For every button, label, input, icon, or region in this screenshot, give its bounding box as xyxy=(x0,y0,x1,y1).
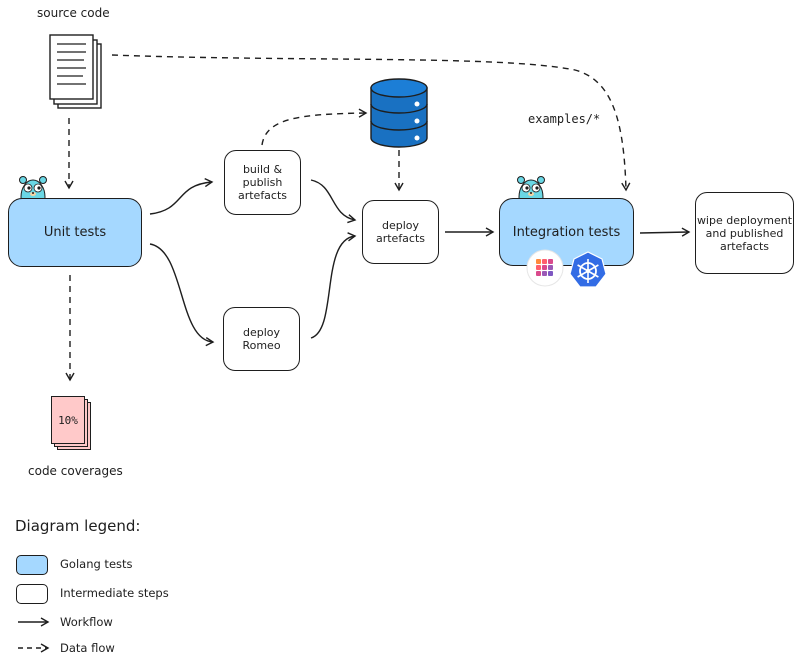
workflow-unit-to-romeo xyxy=(149,243,215,347)
workflow-romeo-to-deploy xyxy=(310,232,357,339)
legend-golang-swatch xyxy=(16,555,48,575)
examples-label: examples/* xyxy=(528,112,601,126)
workflow-unit-to-build xyxy=(149,177,214,215)
deploy-romeo-node: deploy Romeo xyxy=(223,307,300,371)
code-coverages-label: code coverages xyxy=(28,464,123,478)
kubernetes-icon xyxy=(569,251,607,289)
document-stack-icon xyxy=(49,34,102,109)
unit-tests-label: Unit tests xyxy=(43,225,107,240)
rancher-icon xyxy=(526,249,564,287)
legend-golang-label: Golang tests xyxy=(60,557,133,571)
integration-tests-label: Integration tests xyxy=(512,224,621,240)
unit-tests-node: Unit tests xyxy=(8,198,142,267)
deploy-artefacts-node: deploy artefacts xyxy=(362,200,439,264)
wipe-deployment-label: wipe deployment and published artefacts xyxy=(696,213,793,253)
legend-workflow-label: Workflow xyxy=(60,615,113,629)
legend-intermediate-swatch xyxy=(16,584,48,604)
source-code-label: source code xyxy=(37,6,110,20)
legend-title: Diagram legend: xyxy=(15,517,141,535)
dataflow-source-to-integration xyxy=(111,54,631,192)
coverage-report-icon: 10% xyxy=(51,396,85,444)
coverage-value: 10% xyxy=(58,413,78,427)
deploy-artefacts-label: deploy artefacts xyxy=(375,219,426,245)
build-publish-node: build & publish artefacts xyxy=(224,150,301,215)
legend-dataflow-label: Data flow xyxy=(60,641,115,655)
deploy-romeo-label: deploy Romeo xyxy=(242,326,281,352)
workflow-integration-to-wipe xyxy=(639,227,691,237)
dataflow-build-to-database xyxy=(261,108,368,146)
integration-tests-node: Integration tests xyxy=(499,198,634,266)
workflow-build-to-deploy xyxy=(310,179,357,224)
legend-intermediate-label: Intermediate steps xyxy=(60,586,169,600)
wipe-deployment-node: wipe deployment and published artefacts xyxy=(695,192,794,274)
build-publish-label: build & publish artefacts xyxy=(237,163,288,202)
database-icon xyxy=(370,78,428,148)
